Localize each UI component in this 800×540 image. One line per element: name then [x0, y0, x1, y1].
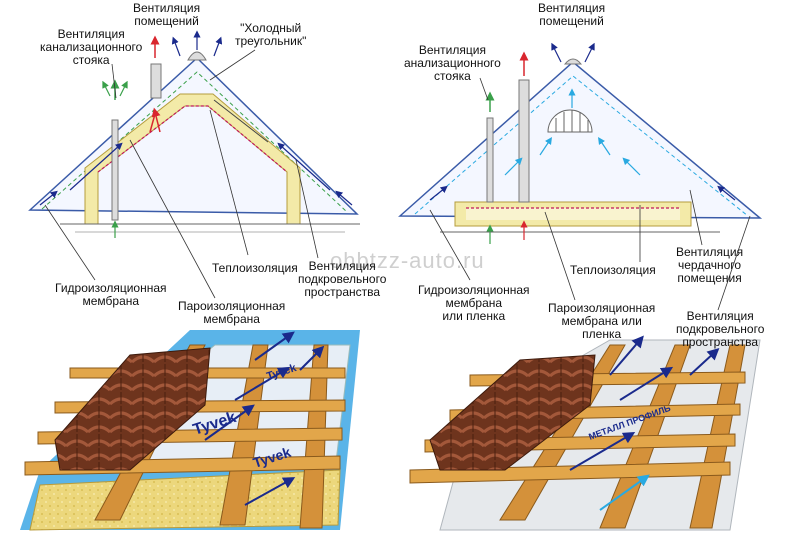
right-sewer-pipe: [486, 117, 494, 203]
left-vapor-line: [97, 105, 288, 173]
left-roof-cutaway: Tyvek Tyvek Tyvek: [20, 330, 360, 531]
left-thermal-insulation-label: Теплоизоляция: [212, 261, 298, 275]
left-roof-tiles: [54, 347, 211, 471]
left-room-vent-pipe: [150, 63, 162, 99]
left-ridge-vent: [187, 51, 207, 61]
right-roof-cutaway: МЕТАЛЛ ПРОФИЛЬ: [409, 335, 761, 531]
right-thermal-insulation-label: Теплоизоляция: [570, 263, 656, 277]
left-roof-outline: [28, 56, 359, 215]
watermark: ohbtzz-auto.ru: [330, 248, 485, 273]
left-cross-section: [28, 30, 360, 299]
right-roof-outline: [398, 61, 763, 219]
left-sewer-pipe: [111, 119, 119, 221]
right-room-vent-pipe: [518, 79, 530, 203]
right-membrane: [439, 339, 761, 531]
right-cross-section: [398, 42, 763, 311]
right-roof-tiles: [429, 354, 596, 471]
